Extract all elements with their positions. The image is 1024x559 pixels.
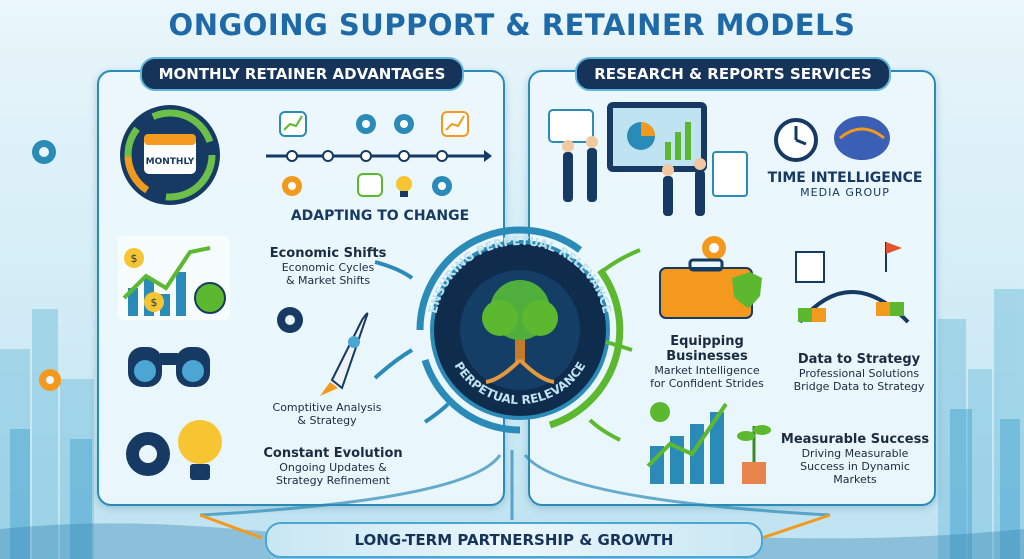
gear-icon: [39, 369, 61, 391]
briefcase-icon: [659, 236, 762, 319]
timeline-caption: ADAPTING TO CHANGE: [290, 208, 470, 224]
growth-chart-plant-icon: [646, 402, 771, 484]
bar-chart-icon: [279, 111, 307, 137]
adapting-timeline: [266, 111, 492, 197]
left-item-evolution: Constant Evolution Ongoing Updates & Str…: [263, 446, 403, 487]
gear-icon: [277, 307, 303, 333]
gear-icon: [32, 140, 56, 164]
economic-chart-icon: $ $: [118, 236, 230, 320]
bridge-icon: [795, 242, 910, 324]
svg-text:$: $: [151, 296, 158, 309]
main-title: ONGOING SUPPORT & RETAINER MODELS: [168, 8, 856, 42]
dollar-icon: $: [124, 248, 144, 268]
binoculars-icon: [128, 347, 210, 387]
center-medallion: ENSURING PERPETUAL RELEVANCE PERPETUAL R…: [416, 226, 624, 434]
globe-icon: [194, 282, 226, 314]
brand-icons: [774, 116, 890, 162]
gears-lightbulb-icon: [126, 420, 222, 480]
right-item-data-strategy: Data to Strategy Professional Solutions …: [793, 352, 925, 393]
gear-icon: [702, 236, 726, 260]
gear-icon: [126, 432, 170, 476]
left-item-economic: Economic Shifts Economic Cycles & Market…: [269, 246, 387, 287]
tree-icon: [482, 280, 558, 384]
bar-chart-icon: [357, 173, 383, 197]
analysts-monitor-illustration: [548, 102, 748, 216]
clock-icon: [774, 118, 818, 162]
left-item-competitive: Comptitive Analysis & Strategy: [272, 401, 382, 427]
right-panel-header: RESEARCH & REPORTS SERVICES: [575, 57, 891, 91]
lightbulb-icon: [178, 420, 222, 480]
cycle-arrow: [416, 226, 583, 331]
shield-check-icon: [732, 272, 762, 308]
brand-name: TIME INTELLIGENCE MEDIA GROUP: [767, 170, 923, 199]
right-item-measurable: Measurable Success Driving Measurable Su…: [780, 432, 930, 486]
bar-chart-icon: [441, 111, 469, 137]
lightbulb-icon: [396, 176, 412, 197]
left-margin-icons: [32, 140, 61, 391]
left-panel-header: MONTHLY RETAINER ADVANTAGES: [140, 57, 464, 91]
monthly-calendar-icon: MONTHLY: [120, 105, 220, 205]
rocket-icon: [277, 307, 369, 396]
brain-icon: [834, 116, 890, 160]
svg-text:$: $: [131, 252, 138, 265]
footer-banner: LONG-TERM PARTNERSHIP & GROWTH: [265, 522, 763, 558]
target-flag-icon: [885, 242, 902, 272]
gear-icon: [356, 114, 376, 134]
gear-icon: [282, 176, 302, 196]
dollar-icon: $: [144, 292, 164, 312]
cycle-arrow: [548, 267, 624, 429]
calendar-label: MONTHLY: [146, 157, 195, 167]
right-item-equipping: Equipping Businesses Market Intelligence…: [650, 334, 764, 390]
gear-icon: [432, 176, 452, 196]
gear-icon: [394, 114, 414, 134]
cycle-arrow: [421, 358, 521, 434]
plant-icon: [737, 425, 771, 484]
